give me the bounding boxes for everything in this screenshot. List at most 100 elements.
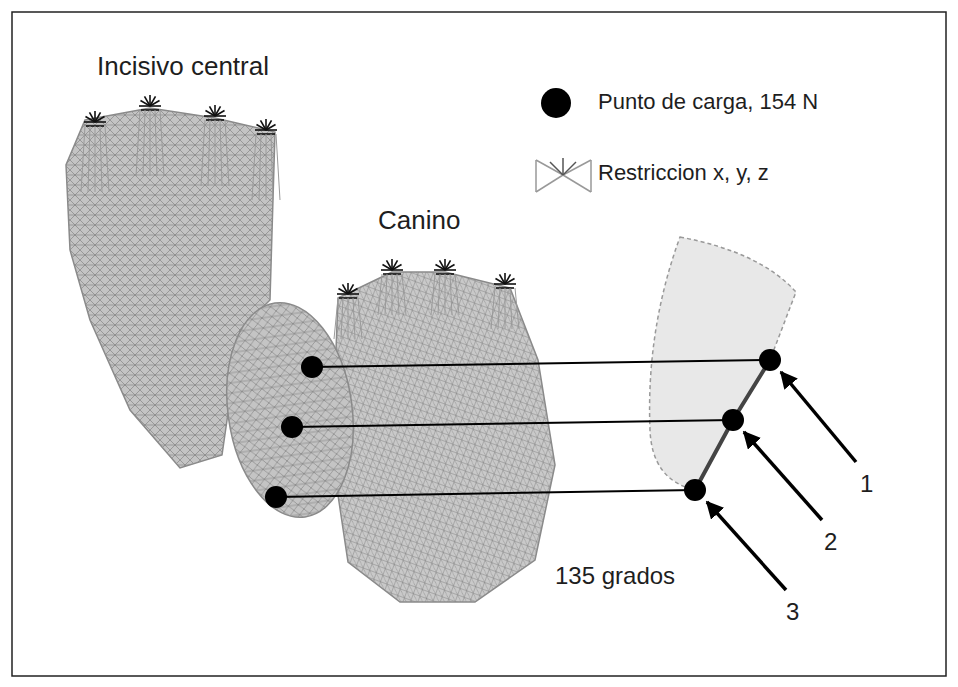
restraint-hatch bbox=[143, 110, 145, 176]
load-line bbox=[276, 490, 695, 497]
restraint-hatch bbox=[358, 298, 362, 339]
restraint-symbol bbox=[215, 111, 225, 117]
restraint-symbol bbox=[150, 101, 160, 107]
load-points bbox=[265, 349, 781, 508]
restraint-hatch bbox=[95, 126, 96, 192]
restraint-hatch bbox=[271, 134, 273, 200]
restraint-hatch bbox=[353, 298, 355, 339]
callout-number: 2 bbox=[824, 528, 837, 556]
restraint-symbol bbox=[348, 293, 359, 295]
section-edge bbox=[695, 360, 770, 490]
legend-text: Restriccion x, y, z bbox=[598, 160, 769, 185]
restraint-symbol bbox=[95, 117, 105, 123]
restraint-symbol bbox=[266, 125, 276, 131]
load-point bbox=[684, 479, 706, 501]
restraint-symbol bbox=[150, 105, 161, 107]
restraint-hatch bbox=[160, 110, 164, 176]
legend-load-symbol bbox=[541, 88, 571, 118]
restraint-symbol bbox=[210, 106, 216, 116]
tooth-label: Incisivo central bbox=[97, 52, 269, 82]
restraint-hatch bbox=[88, 126, 90, 192]
restraint-symbols bbox=[81, 95, 591, 339]
load-point bbox=[722, 409, 744, 431]
angle-label: 135 grados bbox=[555, 562, 675, 590]
load-line bbox=[312, 360, 770, 367]
restraint-hatch bbox=[215, 120, 216, 186]
force-arrow bbox=[744, 432, 822, 520]
restraint-hatch bbox=[438, 274, 440, 315]
restraint-hatch bbox=[385, 274, 387, 315]
force-arrow bbox=[781, 372, 856, 462]
restraint-symbol bbox=[266, 129, 277, 131]
restraint-hatch bbox=[397, 274, 399, 315]
restraint-hatch bbox=[201, 120, 205, 186]
legend-restraint-symbol bbox=[563, 162, 576, 175]
restraint-hatch bbox=[455, 274, 459, 315]
restraint-hatch bbox=[498, 288, 500, 329]
canine-tooth bbox=[332, 272, 555, 602]
restraint-symbol bbox=[440, 260, 446, 270]
restraint-symbol bbox=[392, 269, 403, 271]
restraint-symbol bbox=[505, 283, 516, 285]
cross-section bbox=[650, 237, 796, 490]
legend-restraint-symbol bbox=[563, 175, 591, 192]
restraint-hatch bbox=[491, 288, 495, 329]
restraint-symbol bbox=[387, 260, 393, 270]
restraint-symbol bbox=[145, 96, 151, 106]
legend-restraint-symbol bbox=[535, 160, 537, 192]
restraint-symbol bbox=[500, 274, 506, 284]
restraint-hatch bbox=[445, 274, 446, 315]
restraint-symbol bbox=[95, 121, 106, 123]
restraint-hatch bbox=[155, 110, 157, 176]
restraint-symbol bbox=[343, 284, 349, 294]
restraint-hatch bbox=[392, 274, 393, 315]
callout-number: 3 bbox=[786, 598, 799, 626]
restraint-hatch bbox=[402, 274, 406, 315]
restraint-hatch bbox=[100, 126, 102, 192]
frame bbox=[12, 12, 946, 676]
restraint-symbol bbox=[261, 120, 267, 130]
restraint-hatch bbox=[259, 134, 261, 200]
restraint-hatch bbox=[515, 288, 519, 329]
legend-restraint-symbol bbox=[563, 160, 591, 175]
legend-restraint-symbol bbox=[562, 158, 564, 175]
restraint-hatch bbox=[348, 298, 349, 339]
legend-restraint-symbol bbox=[536, 160, 563, 175]
load-point bbox=[301, 356, 323, 378]
restraint-hatch bbox=[81, 126, 85, 192]
restraint-hatch bbox=[276, 134, 280, 200]
legend-restraint-symbol bbox=[590, 160, 592, 192]
restraint-hatch bbox=[105, 126, 109, 192]
restraint-hatch bbox=[220, 120, 222, 186]
legend-restraint-symbol bbox=[536, 175, 563, 192]
restraint-hatch bbox=[266, 134, 267, 200]
restraint-hatch bbox=[450, 274, 452, 315]
restraint-hatch bbox=[252, 134, 256, 200]
restraint-hatch bbox=[378, 274, 382, 315]
load-point bbox=[281, 416, 303, 438]
restraint-hatch bbox=[136, 110, 140, 176]
legend-restraint-symbol bbox=[550, 162, 563, 175]
force-arrow bbox=[707, 502, 786, 590]
restraint-symbol bbox=[348, 289, 358, 295]
restraint-hatch bbox=[150, 110, 151, 176]
restraint-hatch bbox=[225, 120, 229, 186]
restraint-hatch bbox=[510, 288, 512, 329]
load-point bbox=[759, 349, 781, 371]
restraint-hatch bbox=[208, 120, 210, 186]
restraint-symbol bbox=[445, 265, 455, 271]
restraint-hatch bbox=[505, 288, 506, 329]
restraint-symbol bbox=[215, 115, 226, 117]
restraint-hatch bbox=[431, 274, 435, 315]
restraint-hatch bbox=[334, 298, 338, 339]
bracket-body bbox=[214, 294, 367, 525]
restraint-hatch bbox=[341, 298, 343, 339]
restraint-symbol bbox=[445, 269, 456, 271]
restraint-symbol bbox=[90, 112, 96, 122]
load-line bbox=[292, 420, 733, 427]
legend-text: Punto de carga, 154 N bbox=[598, 89, 818, 114]
tooth-label: Canino bbox=[378, 206, 460, 236]
load-point bbox=[265, 486, 287, 508]
restraint-symbol bbox=[505, 279, 515, 285]
